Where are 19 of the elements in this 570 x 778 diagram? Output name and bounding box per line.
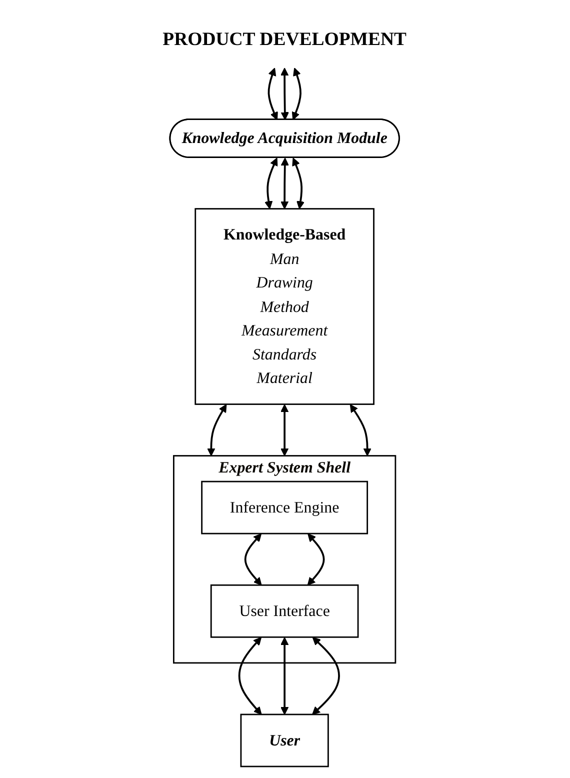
node-box: Inference Engine	[202, 480, 368, 534]
arrow	[312, 637, 340, 715]
arrow	[292, 68, 302, 120]
node-box: User Interface	[210, 584, 360, 638]
arrow	[280, 404, 290, 456]
arrow	[280, 637, 290, 715]
arrow	[350, 404, 372, 456]
arrow	[292, 158, 306, 210]
arrow	[280, 68, 290, 120]
arrow	[264, 158, 278, 210]
arrow	[280, 158, 290, 210]
node-text: PRODUCT DEVELOPMENT	[163, 29, 407, 50]
node-box: User	[240, 714, 330, 768]
arrow	[268, 68, 278, 120]
arrow	[244, 533, 262, 586]
arrow	[208, 404, 228, 456]
arrow	[238, 637, 262, 715]
node-box: Knowledge-Based Man Drawing Method Measurement Standards Material	[195, 208, 375, 405]
arrow	[308, 533, 326, 586]
